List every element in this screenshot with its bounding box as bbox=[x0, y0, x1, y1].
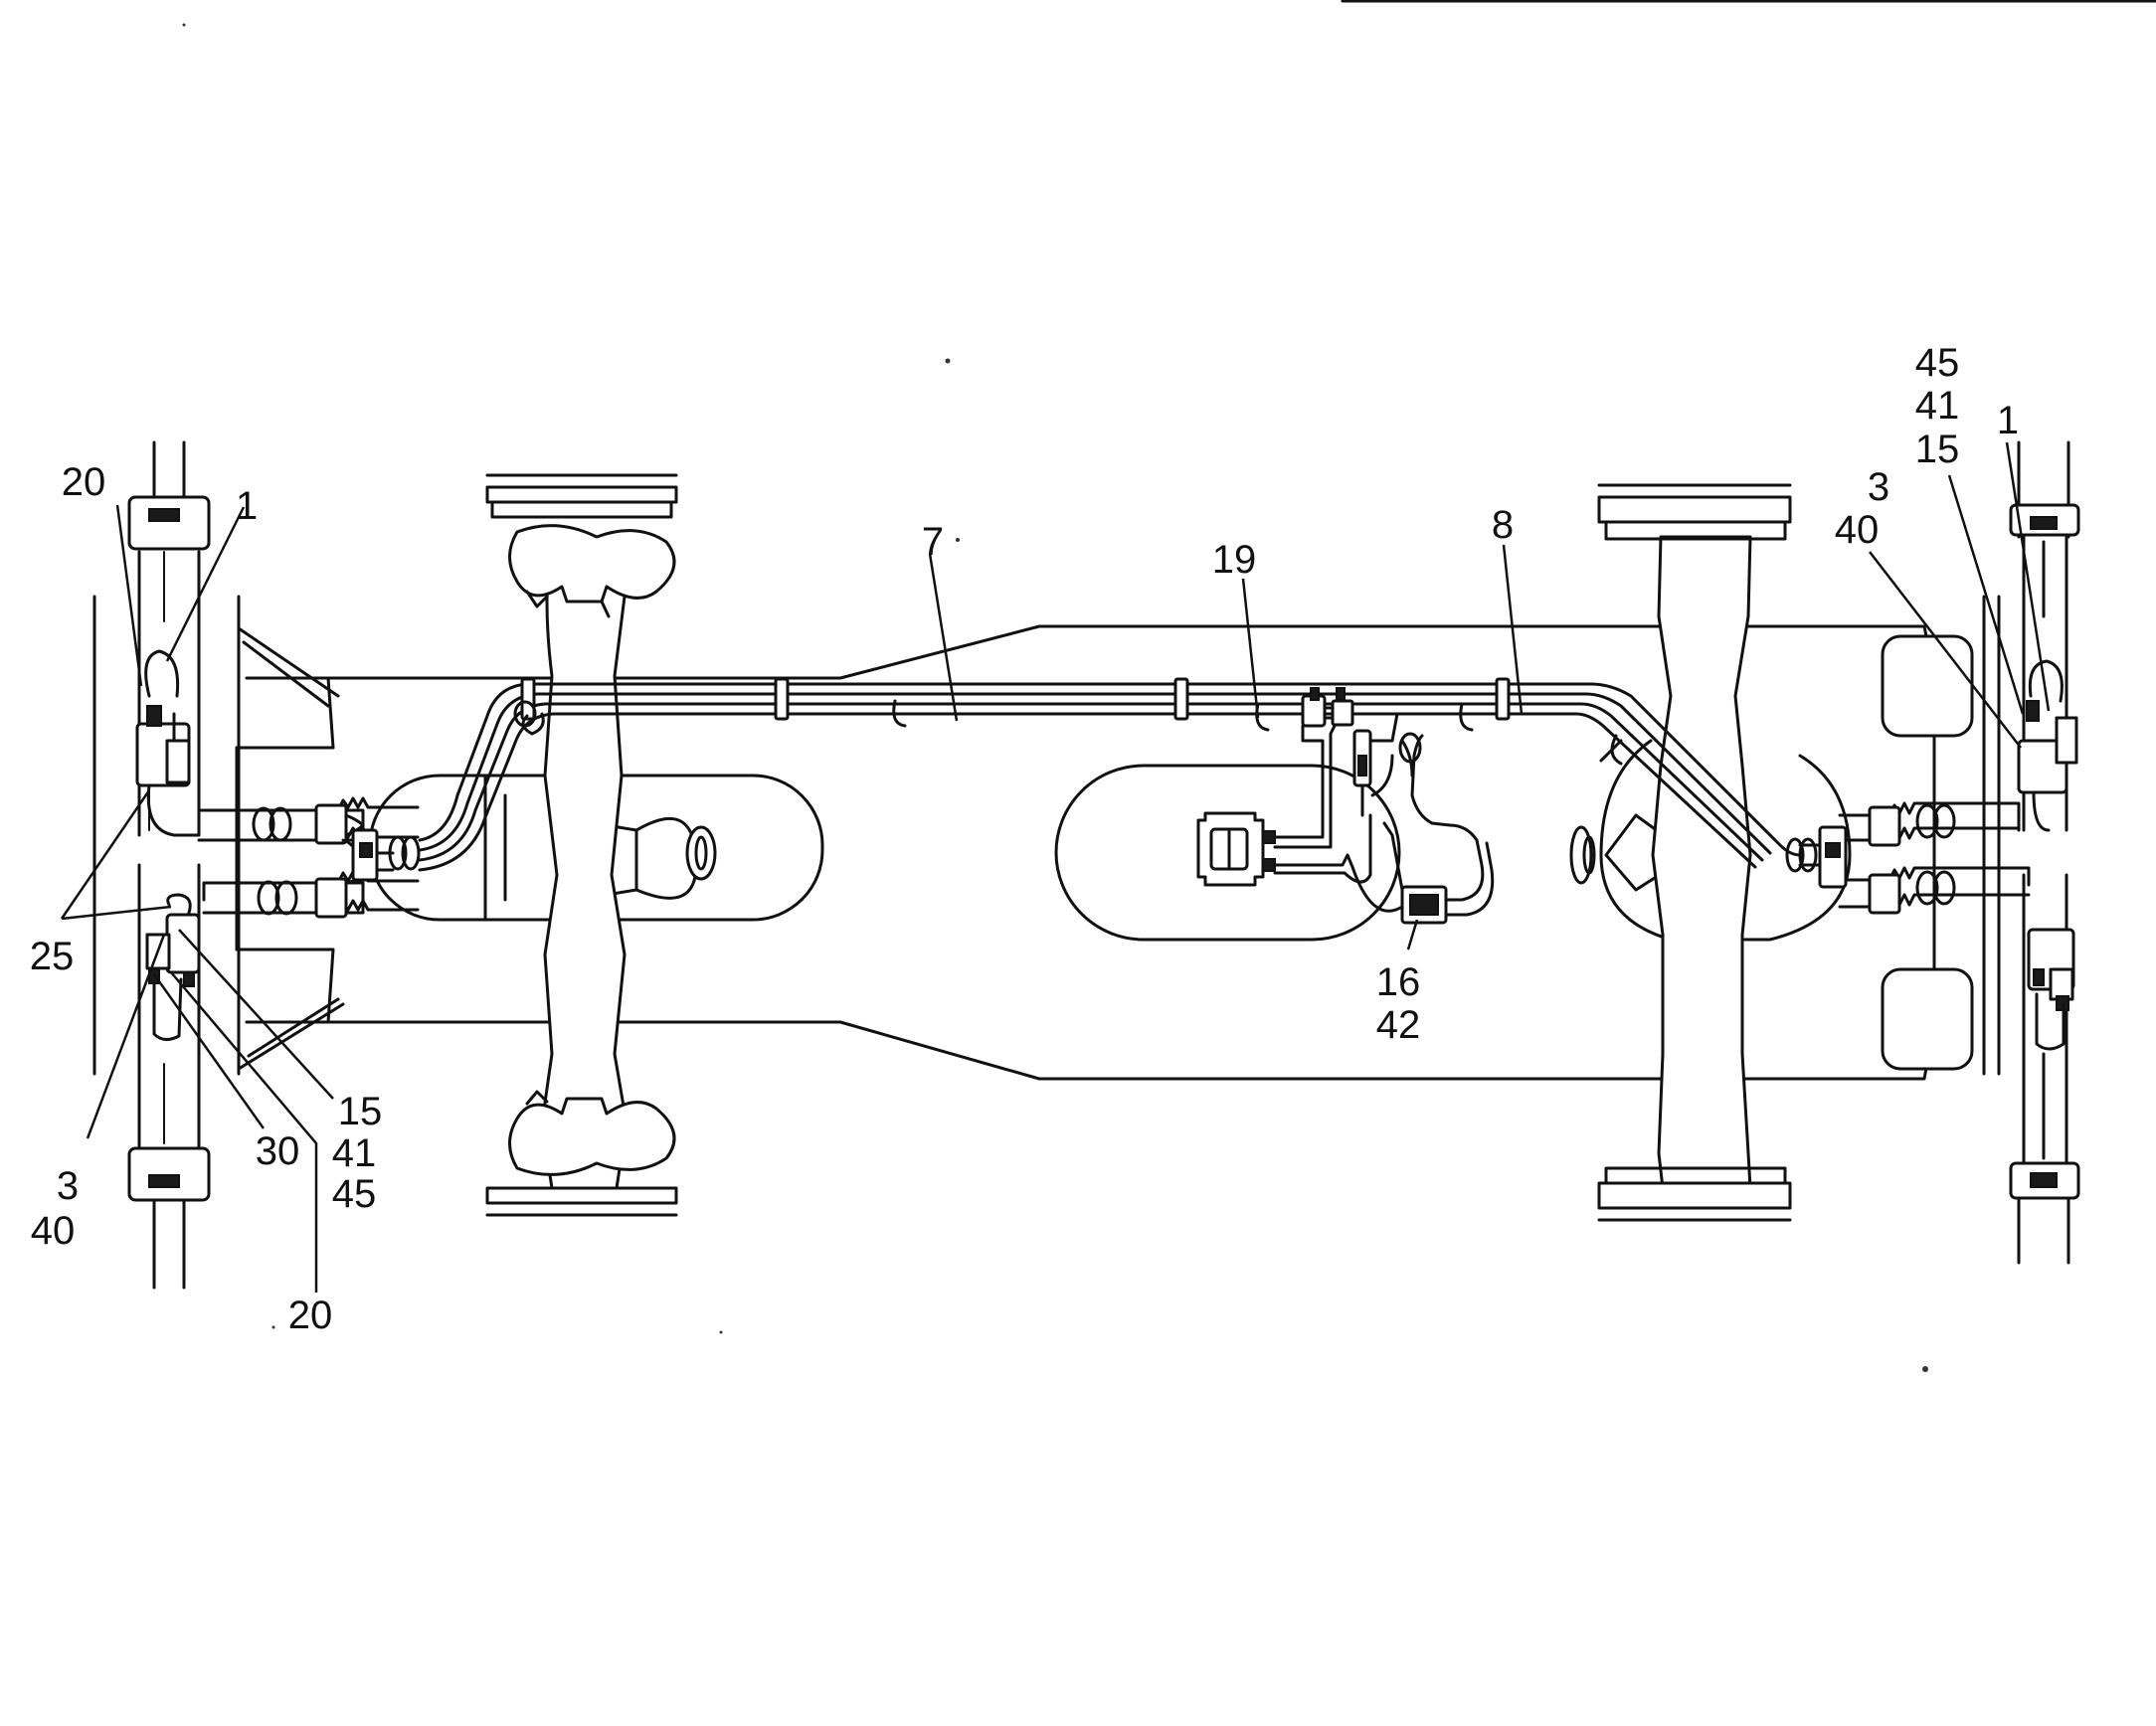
callout-3-left: 3 bbox=[57, 1164, 79, 1208]
left-junction-block bbox=[341, 828, 421, 885]
callout-15-right: 15 bbox=[1915, 428, 1960, 471]
master-cylinder bbox=[1196, 724, 1372, 887]
callout-20-top-left: 20 bbox=[62, 460, 106, 504]
callout-41-left: 41 bbox=[332, 1131, 377, 1175]
callout-20-bottom-left: 20 bbox=[288, 1294, 333, 1337]
callout-40-left: 40 bbox=[31, 1209, 76, 1253]
callout-1-top-left: 1 bbox=[236, 484, 258, 528]
callout-40-right: 40 bbox=[1835, 508, 1880, 552]
front-axle bbox=[485, 473, 678, 1217]
right-rear-flex-hose-upper bbox=[1838, 801, 2021, 847]
combination-valve bbox=[1301, 687, 1354, 728]
pressure-switch-16 bbox=[1350, 734, 1495, 925]
proportioning-valve bbox=[1352, 712, 1422, 817]
callout-8: 8 bbox=[1492, 503, 1514, 547]
callout-19: 19 bbox=[1212, 538, 1257, 582]
callout-41-right: 41 bbox=[1915, 384, 1960, 428]
leader-lines bbox=[60, 441, 2051, 1293]
scan-specks bbox=[182, 23, 1928, 1372]
main-brake-line-bundle bbox=[418, 677, 1802, 872]
chassis-frame bbox=[92, 595, 2001, 1081]
left-axle-tube bbox=[152, 440, 186, 1290]
callout-45-right: 45 bbox=[1915, 341, 1960, 385]
right-fuel-tank bbox=[1054, 764, 1401, 942]
left-wheel-hub-lower bbox=[127, 863, 211, 1202]
callout-3-right: 3 bbox=[1868, 465, 1889, 509]
callout-labels: 20 1 25 3 40 30 15 41 45 20 7 19 8 16 42… bbox=[30, 341, 2019, 1337]
callout-42: 42 bbox=[1376, 1003, 1421, 1047]
callout-1-right: 1 bbox=[1997, 399, 2019, 442]
callout-16: 16 bbox=[1376, 960, 1421, 1004]
callout-25: 25 bbox=[30, 935, 75, 978]
right-junction-block bbox=[1785, 825, 1848, 889]
callout-45-left: 45 bbox=[332, 1172, 377, 1216]
left-wheel-hub-upper bbox=[127, 495, 211, 837]
callout-30: 30 bbox=[256, 1129, 300, 1173]
callout-7: 7 bbox=[922, 520, 944, 564]
right-wheel-hub-upper bbox=[2009, 440, 2080, 832]
right-rear-flex-hose-lower bbox=[1838, 866, 2031, 915]
rear-axle bbox=[1597, 483, 1792, 1222]
left-rail-clip bbox=[521, 712, 545, 736]
right-wheel-hub-lower bbox=[2009, 873, 2080, 1265]
callout-15-left: 15 bbox=[338, 1090, 383, 1133]
